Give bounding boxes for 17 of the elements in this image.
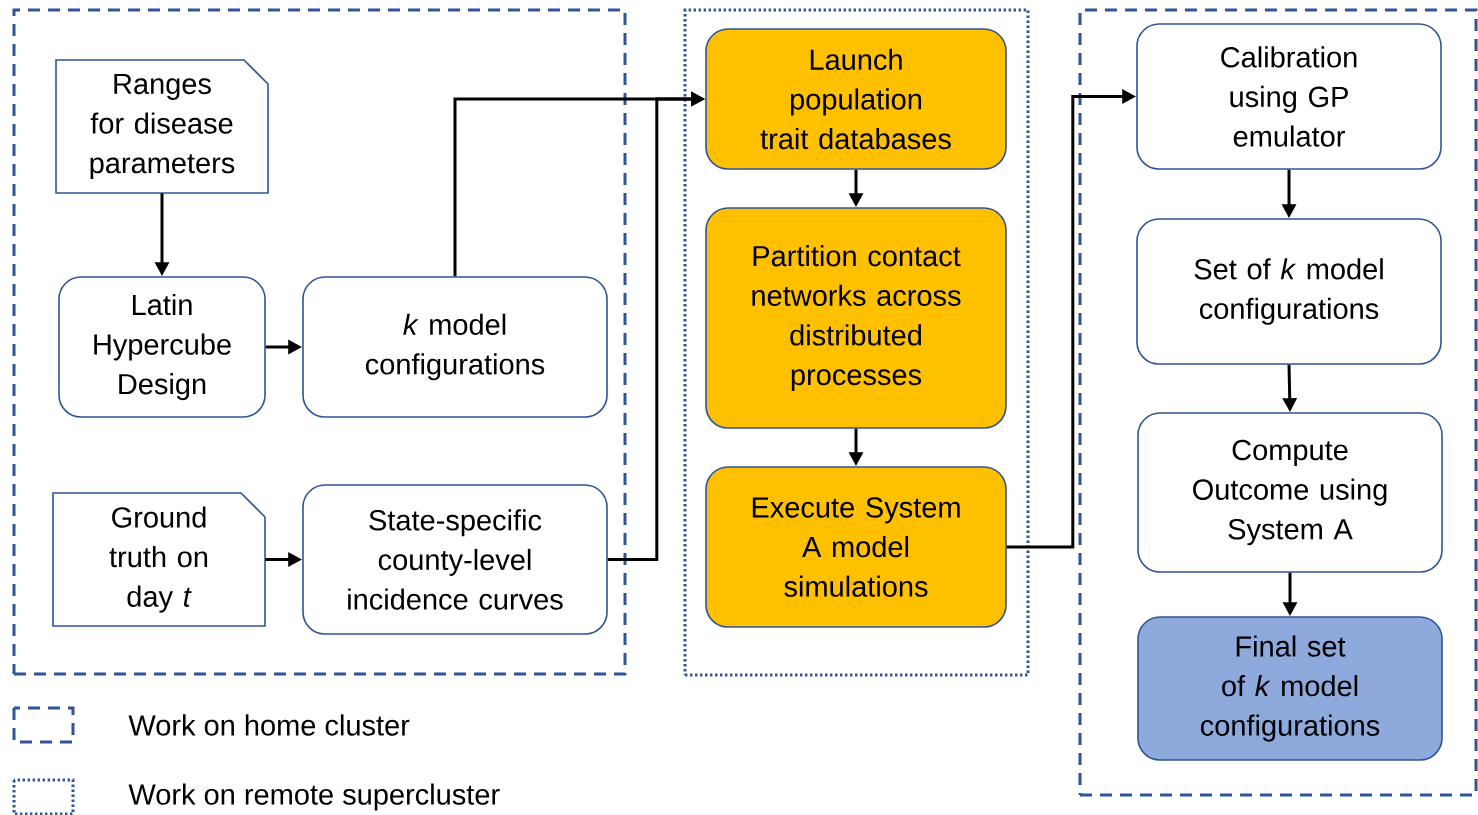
process-box: Partition contact networks across distributed processes — [705, 207, 1007, 429]
process-box: k model configurations — [302, 276, 608, 418]
cluster-frame — [12, 8, 627, 676]
process-box: Final set of k model configurations — [1137, 616, 1443, 761]
process-box: Calibration using GP emulator — [1136, 23, 1442, 170]
process-box: Execute System A model simulations — [705, 466, 1007, 628]
process-box: State-specific county-level incidence curves — [302, 484, 608, 635]
process-box: Latin Hypercube Design — [58, 276, 266, 418]
cluster-frame — [1078, 8, 1478, 797]
process-box: Compute Outcome using System A — [1137, 412, 1443, 573]
document-box: Ranges for disease parameters — [55, 59, 269, 194]
legend-label: Work on remote supercluster — [128, 783, 500, 811]
legend-label: Work on home cluster — [128, 714, 410, 736]
document-box: Ground truth on day t — [52, 492, 266, 627]
process-box: Set of k model configurations — [1136, 218, 1442, 365]
process-box: Launch population trait databases — [705, 28, 1007, 170]
cluster-frame — [683, 8, 1030, 677]
